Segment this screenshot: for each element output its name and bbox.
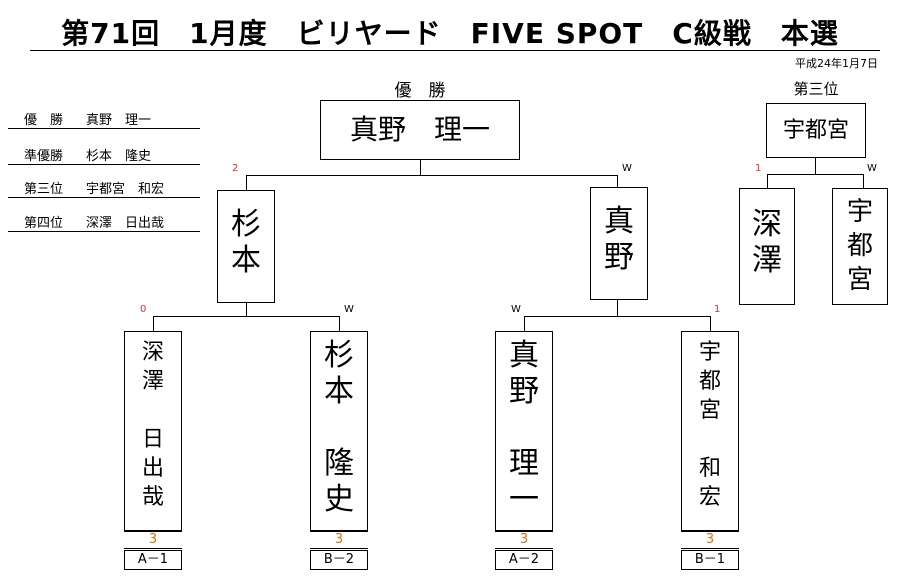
name-char: 宮 [698, 398, 721, 423]
name-char [519, 410, 529, 446]
third-player-box-left: 深 澤 [739, 188, 795, 305]
event-date: 平成24年1月7日 [795, 57, 878, 70]
bracket-line [767, 174, 864, 175]
name-char: 都 [846, 231, 873, 261]
name-char: 真 [509, 338, 539, 373]
player-seed: 3 [495, 531, 553, 549]
name-char: 理 [509, 446, 539, 481]
result-rank: 準優勝 [24, 149, 64, 164]
result-rank: 第三位 [24, 182, 64, 197]
result-rank: 第四位 [24, 216, 64, 231]
semi-score: W [511, 304, 521, 315]
name-char: 宮 [846, 265, 873, 295]
name-char: 宏 [698, 485, 721, 510]
third-player-box-right: 宇 都 宮 [832, 188, 888, 305]
bracket-line [153, 316, 340, 317]
third-place-winner-box: 宇都宮 [766, 103, 866, 158]
result-rank: 優 勝 [24, 113, 64, 128]
semi-score: 0 [140, 304, 147, 315]
result-name: 杉本 隆史 [86, 149, 152, 164]
result-name: 宇都宮 和宏 [86, 182, 165, 197]
result-row-3rd: 第三位 宇都宮 和宏 [8, 173, 200, 198]
bracket-line [767, 174, 768, 189]
player-box: 宇 都 宮 和 宏 [681, 331, 739, 531]
name-char: 出 [141, 456, 164, 481]
bracket-line [246, 303, 247, 316]
result-row-2nd: 準優勝 杉本 隆史 [8, 140, 200, 165]
player-seed: 3 [681, 531, 739, 549]
champion-name: 真野 理一 [349, 113, 490, 146]
bracket-line [153, 316, 154, 331]
name-char: 宇 [698, 340, 721, 365]
bracket-line [710, 316, 711, 331]
player-code: A－1 [124, 550, 182, 570]
bracket-line [246, 175, 247, 191]
name-char: 史 [324, 482, 354, 517]
name-char [150, 396, 157, 425]
name-char [707, 425, 714, 454]
name-char: 野 [509, 374, 539, 409]
name-char: 杉 [324, 338, 354, 373]
name-char: 澤 [752, 243, 782, 278]
bracket-line [524, 316, 525, 331]
semi-score: W [344, 304, 354, 315]
final-left-score: 2 [232, 163, 239, 174]
bracket-line [246, 175, 618, 176]
result-name: 深澤 日出哉 [86, 216, 165, 231]
third-place-caption: 第三位 [793, 80, 839, 98]
name-char: 本 [324, 374, 354, 409]
player-box: 深 澤 日 出 哉 [124, 331, 182, 531]
name-char [334, 410, 344, 446]
name-char: 真 [604, 204, 634, 239]
name-char: 和 [698, 456, 721, 481]
name-char: 本 [231, 243, 261, 278]
bracket-line [339, 316, 340, 331]
final-right-score: W [622, 163, 632, 174]
name-char: 深 [141, 340, 164, 365]
player-seed: 3 [310, 531, 368, 549]
name-char: 杉 [231, 207, 261, 242]
name-char: 哉 [141, 485, 164, 510]
player-box: 真 野 理 一 [495, 331, 553, 531]
title-underline [30, 50, 880, 51]
player-code: B－2 [310, 550, 368, 570]
result-row-4th: 第四位 深澤 日出哉 [8, 207, 200, 232]
semi-score: 1 [714, 304, 721, 315]
bracket-line [617, 300, 618, 316]
third-left-score: 1 [755, 163, 762, 174]
bracket-line [524, 316, 711, 317]
name-char: 都 [698, 369, 721, 394]
player-code: A－2 [495, 550, 553, 570]
player-code: B－1 [681, 550, 739, 570]
result-row-1st: 優 勝 真野 理一 [8, 104, 200, 129]
third-place-winner-name: 宇都宮 [782, 118, 849, 143]
name-char: 一 [509, 482, 539, 517]
bracket-line [420, 160, 421, 175]
name-char: 宇 [846, 197, 873, 227]
champion-caption: 優 勝 [394, 81, 446, 101]
third-right-score: W [867, 163, 877, 174]
player-seed: 3 [124, 531, 182, 549]
finalist-box-right: 真 野 [590, 187, 648, 300]
name-char: 隆 [324, 446, 354, 481]
finalist-box-left: 杉 本 [217, 190, 275, 303]
player-box: 杉 本 隆 史 [310, 331, 368, 531]
bracket-line [617, 175, 618, 188]
bracket-line [863, 174, 864, 189]
champion-box: 真野 理一 [320, 100, 520, 160]
bracket-line [815, 158, 816, 174]
name-char: 日 [141, 427, 164, 452]
page-title: 第71回 1月度 ビリヤード FIVE SPOT C級戦 本選 [61, 17, 839, 50]
result-name: 真野 理一 [86, 113, 152, 128]
name-char: 野 [604, 240, 634, 275]
name-char: 澤 [141, 369, 164, 394]
name-char: 深 [752, 207, 782, 242]
